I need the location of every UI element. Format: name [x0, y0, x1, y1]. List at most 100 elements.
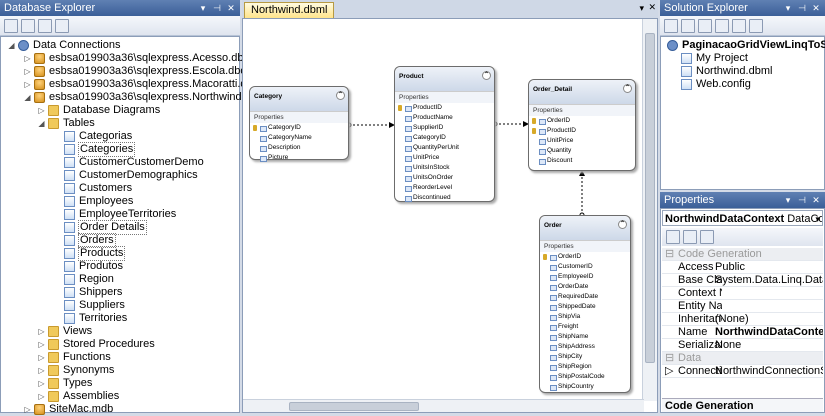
- property-row[interactable]: ▷ConnectionNorthwindConnectionString: [662, 365, 823, 378]
- expand-icon[interactable]: ▷: [665, 365, 674, 377]
- expand-icon[interactable]: ▷: [24, 54, 31, 63]
- entity-property[interactable]: ReorderLevel: [395, 183, 494, 193]
- chevron-down-icon[interactable]: ▾: [815, 214, 820, 224]
- tree-node-table[interactable]: Territories: [53, 312, 127, 325]
- tree-node-database-diagrams[interactable]: ▷Database Diagrams: [37, 104, 160, 117]
- expand-icon[interactable]: ▷: [38, 392, 45, 401]
- tree-node-table[interactable]: Produtos: [53, 260, 123, 273]
- property-row[interactable]: Context Namespace: [662, 287, 823, 300]
- property-value[interactable]: NorthwindConnectionString: [715, 365, 823, 377]
- expand-icon[interactable]: ▷: [24, 67, 31, 76]
- tree-node-data-connections[interactable]: ◢Data Connections: [7, 39, 120, 52]
- entity-order[interactable]: Order⌃ Properties OrderID CustomerID Emp…: [539, 215, 631, 393]
- pin-icon[interactable]: ⊣: [213, 3, 221, 13]
- pin-icon[interactable]: ⊣: [798, 195, 806, 205]
- close-icon[interactable]: ✕: [648, 2, 656, 12]
- tree-node-functions[interactable]: ▷Functions: [37, 351, 111, 364]
- entity-property[interactable]: UnitsInStock: [395, 163, 494, 173]
- refresh-icon[interactable]: [698, 18, 712, 33]
- categorized-icon[interactable]: [666, 230, 680, 244]
- scrollbar-thumb[interactable]: [645, 33, 655, 363]
- show-all-files-icon[interactable]: [681, 18, 695, 33]
- collapse-icon[interactable]: ⌃: [482, 71, 491, 80]
- tree-node-table[interactable]: Categories: [53, 142, 136, 157]
- property-value[interactable]: NorthwindDataContext: [715, 326, 823, 338]
- property-row[interactable]: Serialization ModeNone: [662, 339, 823, 352]
- scrollbar-thumb[interactable]: [289, 402, 419, 411]
- entity-property[interactable]: UnitsOnOrder: [395, 173, 494, 183]
- tree-node-table[interactable]: Order Details: [53, 220, 147, 235]
- property-pages-icon[interactable]: [700, 230, 714, 244]
- tree-node-project[interactable]: PaginacaoGridViewLinqToSQL: [665, 39, 825, 52]
- entity-property[interactable]: ShipCountry: [540, 382, 630, 392]
- view-code-icon[interactable]: [715, 18, 729, 33]
- entity-property[interactable]: RequiredDate: [540, 292, 630, 302]
- connect-server-icon[interactable]: [55, 18, 69, 33]
- entity-property[interactable]: Freight: [540, 322, 630, 332]
- property-value[interactable]: System.Data.Linq.DataContext: [715, 274, 823, 286]
- entity-property[interactable]: OrderDate: [540, 282, 630, 292]
- dropdown-icon[interactable]: ▾: [785, 3, 791, 13]
- entity-property[interactable]: ProductID: [395, 103, 494, 113]
- entity-property[interactable]: OrderID: [540, 252, 630, 262]
- entity-property[interactable]: ProductName: [395, 113, 494, 123]
- entity-property[interactable]: QuantityPerUnit: [395, 143, 494, 153]
- tree-node-connection[interactable]: ▷esbsa019903a36\sqlexpress.Escola.dbo: [23, 65, 247, 78]
- tree-node-table[interactable]: CustomerDemographics: [53, 169, 198, 182]
- refresh-icon[interactable]: [4, 18, 18, 33]
- tab-dropdown-icon[interactable]: ▾: [639, 3, 644, 13]
- category-code-generation[interactable]: ⊟Code Generation: [662, 248, 823, 261]
- tree-node-table[interactable]: Shippers: [53, 286, 122, 299]
- class-diagram-icon[interactable]: [749, 18, 763, 33]
- dropdown-icon[interactable]: ▾: [200, 3, 206, 13]
- entity-order-detail[interactable]: Order_Detail⌃ Properties OrderID Product…: [528, 79, 636, 171]
- horizontal-scrollbar[interactable]: [243, 399, 644, 412]
- tab-northwind-dbml[interactable]: Northwind.dbml: [244, 2, 335, 18]
- entity-category[interactable]: Category⌃ Properties CategoryID Category…: [249, 86, 349, 163]
- tree-node-northwind-dbml[interactable]: Northwind.dbml: [679, 65, 772, 78]
- entity-property[interactable]: Discount: [529, 156, 635, 166]
- entity-property[interactable]: ProductID: [529, 126, 635, 136]
- entity-property[interactable]: Discontinued: [395, 193, 494, 203]
- entity-property[interactable]: ShippedDate: [540, 302, 630, 312]
- entity-property[interactable]: Quantity: [529, 146, 635, 156]
- entity-product[interactable]: Product⌃ Properties ProductID ProductNam…: [394, 66, 495, 202]
- entity-property[interactable]: UnitPrice: [395, 153, 494, 163]
- pin-icon[interactable]: ⊣: [798, 3, 806, 13]
- expand-icon[interactable]: ▷: [24, 80, 31, 89]
- entity-property[interactable]: ShipAddress: [540, 342, 630, 352]
- dropdown-icon[interactable]: ▾: [785, 195, 791, 205]
- entity-property[interactable]: CategoryName: [250, 133, 348, 143]
- expand-icon[interactable]: ▷: [38, 366, 45, 375]
- collapse-icon[interactable]: ◢: [24, 93, 31, 102]
- dbml-canvas[interactable]: Category⌃ Properties CategoryID Category…: [242, 18, 658, 413]
- entity-property[interactable]: SupplierID: [395, 123, 494, 133]
- entity-property[interactable]: ShipName: [540, 332, 630, 342]
- tree-node-sitemac[interactable]: ▷SiteMac.mdb: [23, 403, 113, 416]
- property-value[interactable]: Public: [715, 261, 745, 273]
- tree-node-table[interactable]: Employees: [53, 195, 133, 208]
- tree-node-my-project[interactable]: My Project: [679, 52, 748, 65]
- tree-node-views[interactable]: ▷Views: [37, 325, 92, 338]
- expand-icon[interactable]: ▷: [38, 327, 45, 336]
- alphabetical-icon[interactable]: [683, 230, 697, 244]
- expand-icon[interactable]: ▷: [38, 353, 45, 362]
- collapse-icon[interactable]: ⌃: [623, 84, 632, 93]
- property-row[interactable]: Base ClassSystem.Data.Linq.DataContext: [662, 274, 823, 287]
- tree-node-types[interactable]: ▷Types: [37, 377, 92, 390]
- property-row[interactable]: Entity Namespace: [662, 300, 823, 313]
- expand-icon[interactable]: ▷: [38, 379, 45, 388]
- tree-node-table[interactable]: Customers: [53, 182, 132, 195]
- tree-node-table[interactable]: Region: [53, 273, 114, 286]
- tree-node-table[interactable]: Orders: [53, 233, 116, 248]
- collapse-icon[interactable]: ⌃: [618, 220, 627, 229]
- entity-property[interactable]: Picture: [250, 153, 348, 163]
- tree-node-table[interactable]: EmployeeTerritories: [53, 208, 176, 221]
- vertical-scrollbar[interactable]: [642, 19, 657, 401]
- entity-property[interactable]: UnitPrice: [529, 136, 635, 146]
- tree-node-web-config[interactable]: Web.config: [679, 78, 751, 91]
- collapse-icon[interactable]: ⌃: [336, 91, 345, 100]
- property-value[interactable]: (None): [715, 313, 749, 325]
